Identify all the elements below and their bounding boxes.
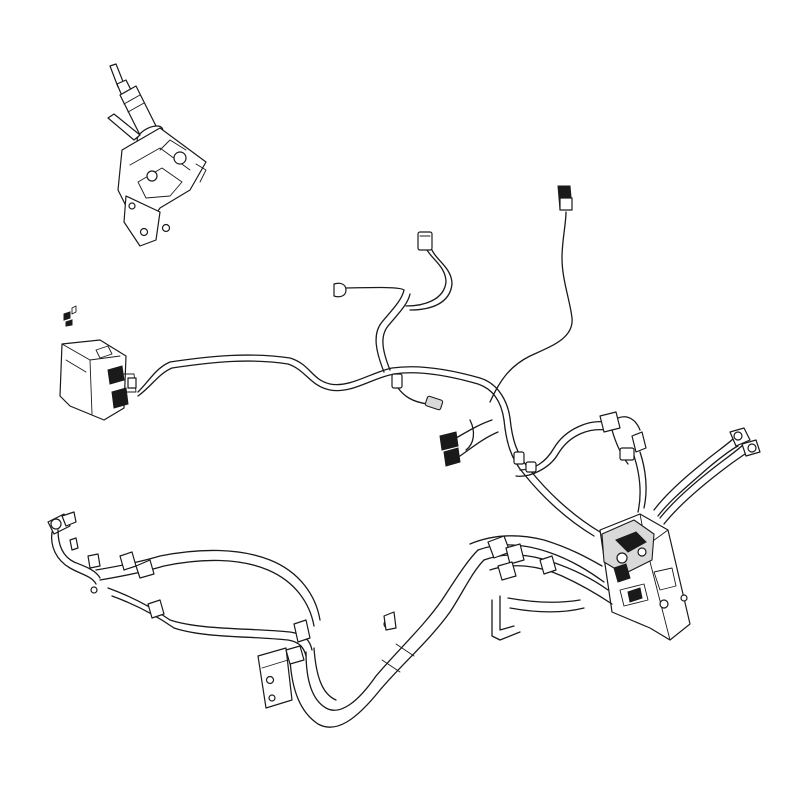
hydraulic-tube-assembly (95, 535, 613, 728)
control-module (59, 305, 137, 421)
mounting-bracket (257, 645, 305, 709)
wiring-harness (137, 185, 647, 537)
right-tube-fittings (653, 427, 761, 525)
steering-column-assembly (107, 63, 207, 247)
left-tube-fittings (47, 511, 101, 594)
hydraulic-valve-block (599, 513, 691, 641)
